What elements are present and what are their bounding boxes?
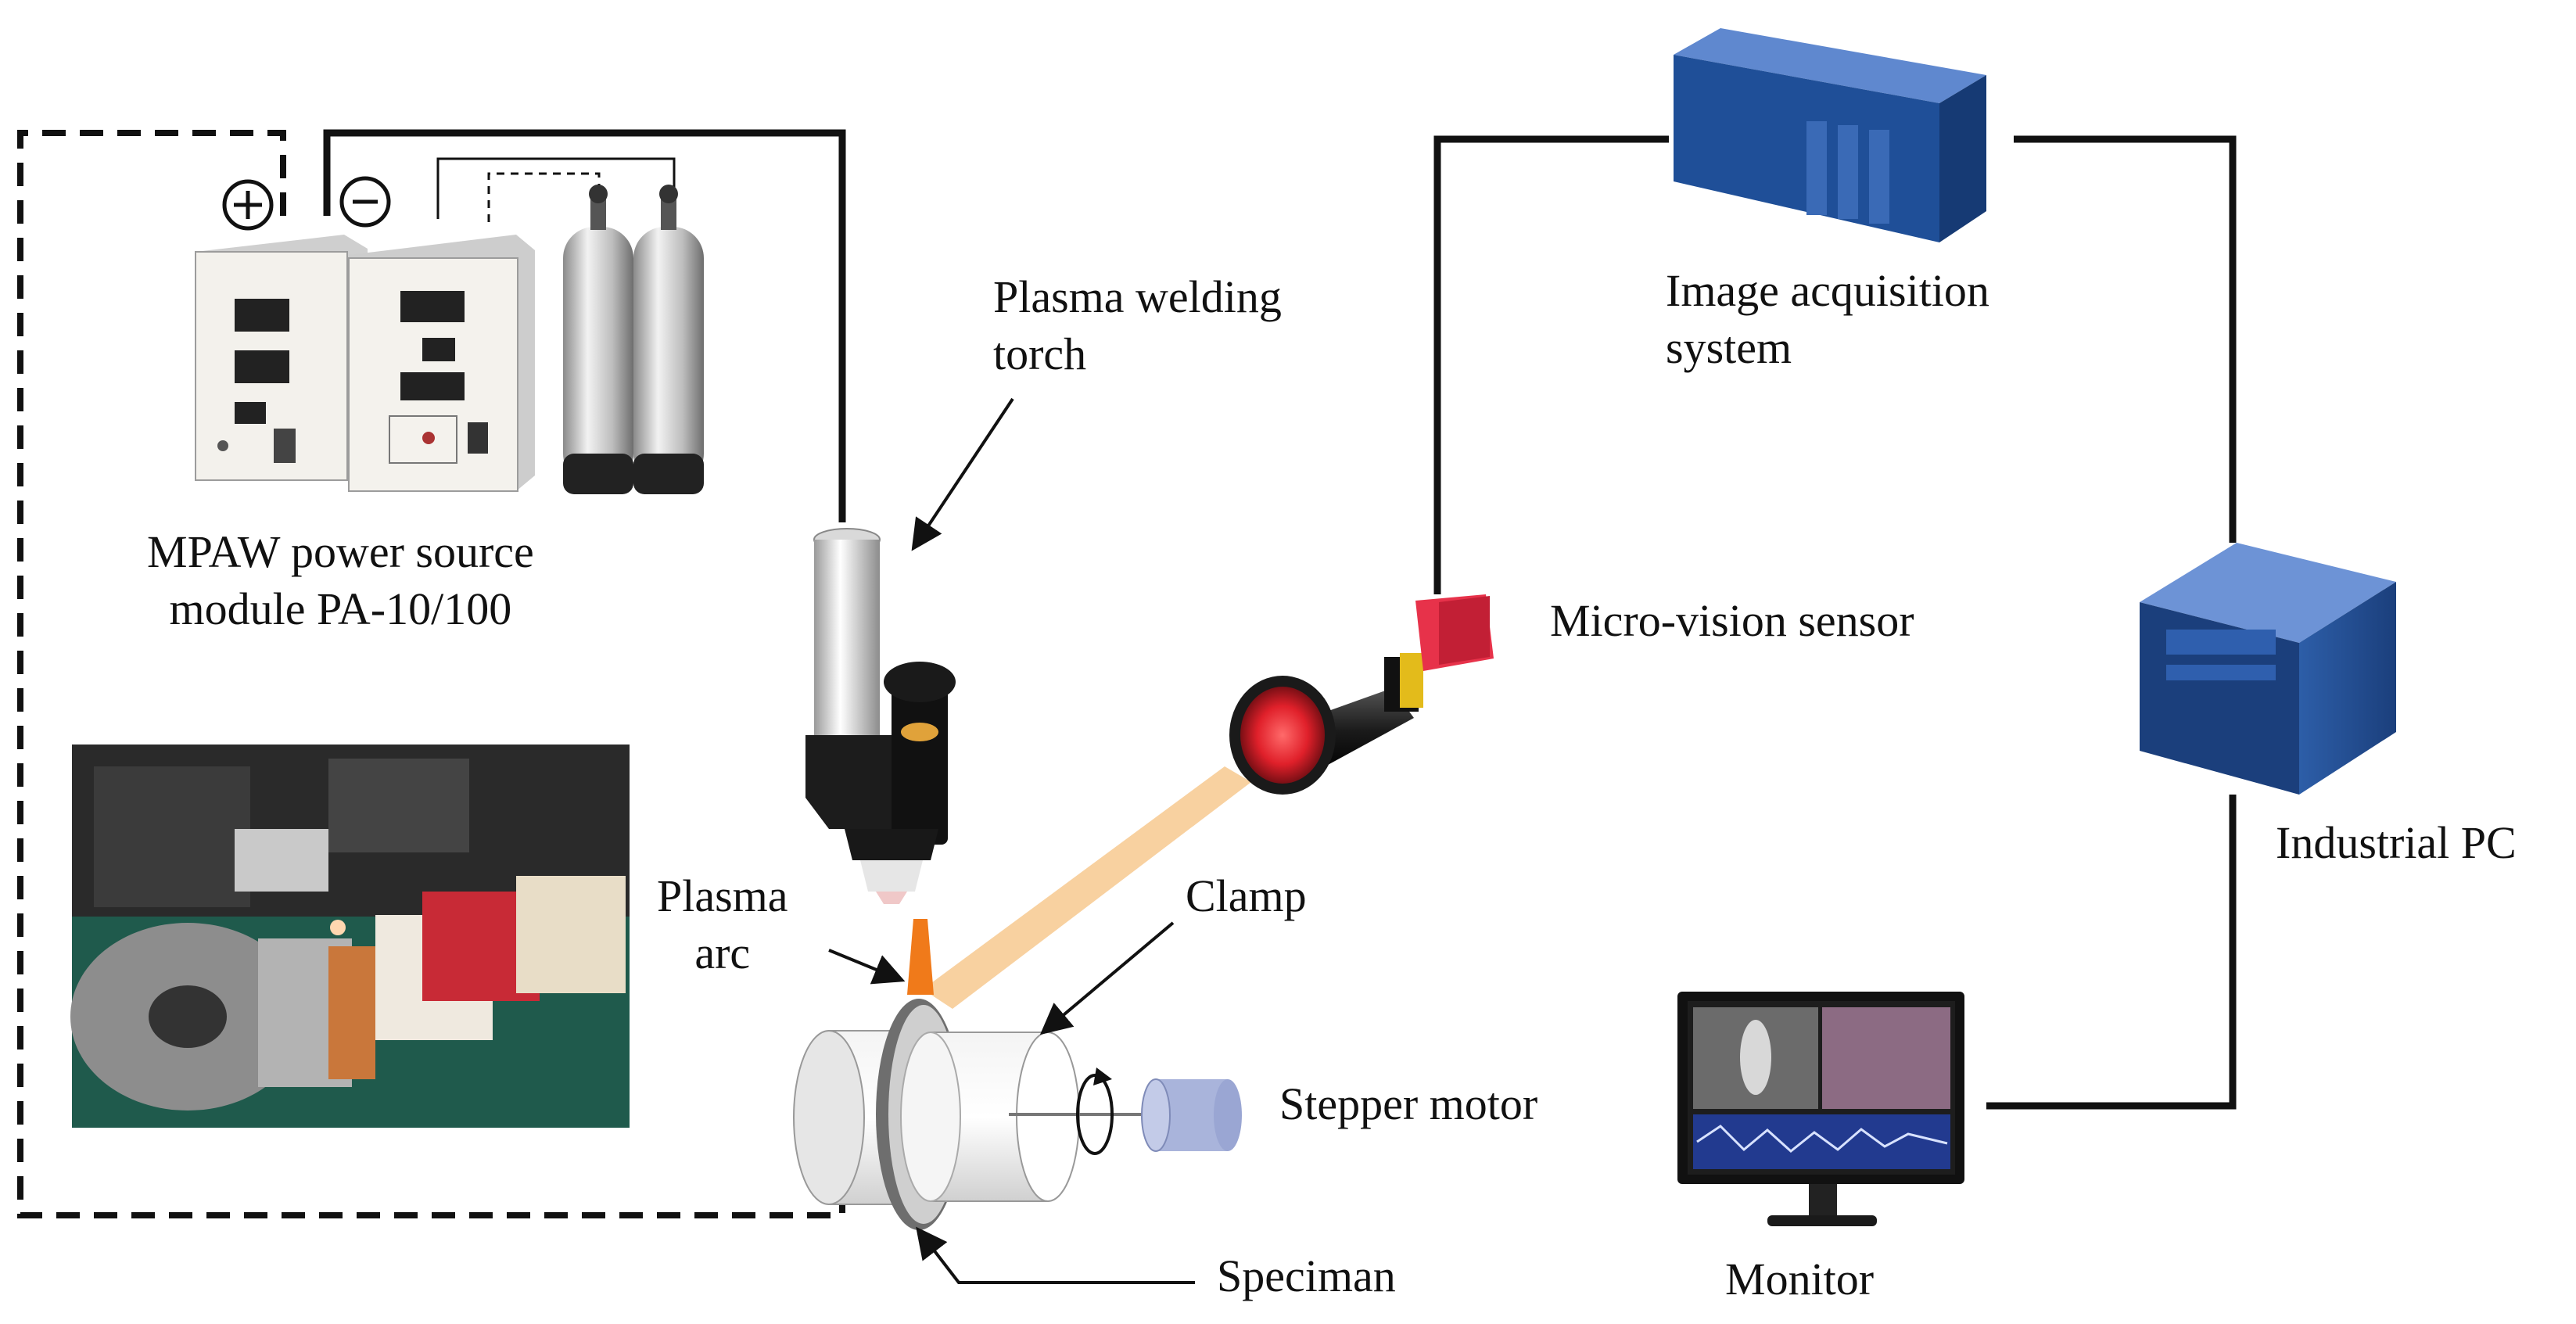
rotation-arrow-icon — [1076, 1067, 1114, 1155]
mpaw-power-source-line2: module PA-10/100 — [169, 583, 512, 634]
plasma-arc-icon — [907, 919, 934, 995]
mpaw-power-source-label: MPAW power source module PA-10/100 — [147, 524, 534, 637]
minus-terminal-icon — [339, 176, 391, 228]
arc-callout-arrow — [828, 949, 906, 985]
gas-line — [436, 157, 676, 219]
monitor-label: Monitor — [1725, 1254, 1875, 1304]
specimen-drum-icon — [793, 999, 1080, 1230]
industrial-pc-label: Industrial PC — [2276, 817, 2517, 868]
speciman-label: Speciman — [1217, 1250, 1396, 1301]
gas-line-dashed — [487, 172, 601, 222]
micro-vision-sensor-label: Micro-vision sensor — [1550, 595, 1914, 646]
setup-photo — [70, 745, 630, 1128]
plasma-arc-line1: Plasma — [657, 870, 788, 921]
industrial-pc-icon — [2140, 543, 2396, 795]
pc-to-monitor-wire — [1986, 795, 2237, 1110]
vision-beam — [923, 766, 1251, 1009]
clamp-label: Clamp — [1186, 870, 1307, 921]
plasma-arc-line2: arc — [694, 927, 751, 978]
plasma-welding-torch-label: Plasma welding torch — [993, 269, 1282, 382]
camera-sensor-icon — [1229, 594, 1494, 795]
stepper-motor-label: Stepper motor — [1279, 1078, 1538, 1129]
power-source-unit-left — [195, 235, 368, 481]
plasma-welding-torch-line2: torch — [993, 328, 1087, 379]
image-acquisition-label: Image acquisition system — [1666, 263, 1989, 376]
gas-cylinder-icon — [633, 185, 704, 494]
image-acquisition-icon — [1674, 28, 1986, 242]
torch-callout-arrow — [911, 397, 1014, 551]
negative-wire — [323, 129, 846, 522]
gas-cylinder-icon — [563, 185, 633, 494]
positive-dashed-wire — [17, 130, 845, 1218]
mpaw-power-source-line1: MPAW power source — [147, 526, 534, 577]
plasma-welding-torch-line1: Plasma welding — [993, 271, 1282, 322]
image-acquisition-line1: Image acquisition — [1666, 265, 1989, 316]
acquisition-to-pc-wire — [2014, 135, 2237, 543]
speciman-callout-arrow — [916, 1226, 1195, 1284]
plasma-torch-icon — [805, 528, 956, 904]
image-acquisition-line2: system — [1666, 321, 1792, 373]
clamp-callout-arrow — [1039, 921, 1175, 1035]
plasma-arc-label: Plasma arc — [657, 868, 788, 981]
plus-terminal-icon — [222, 179, 274, 231]
sensor-to-acquisition-wire — [1433, 135, 1669, 594]
stepper-motor-icon — [1141, 1078, 1242, 1152]
monitor-icon — [1677, 992, 1964, 1226]
power-source-unit-right — [348, 235, 535, 492]
